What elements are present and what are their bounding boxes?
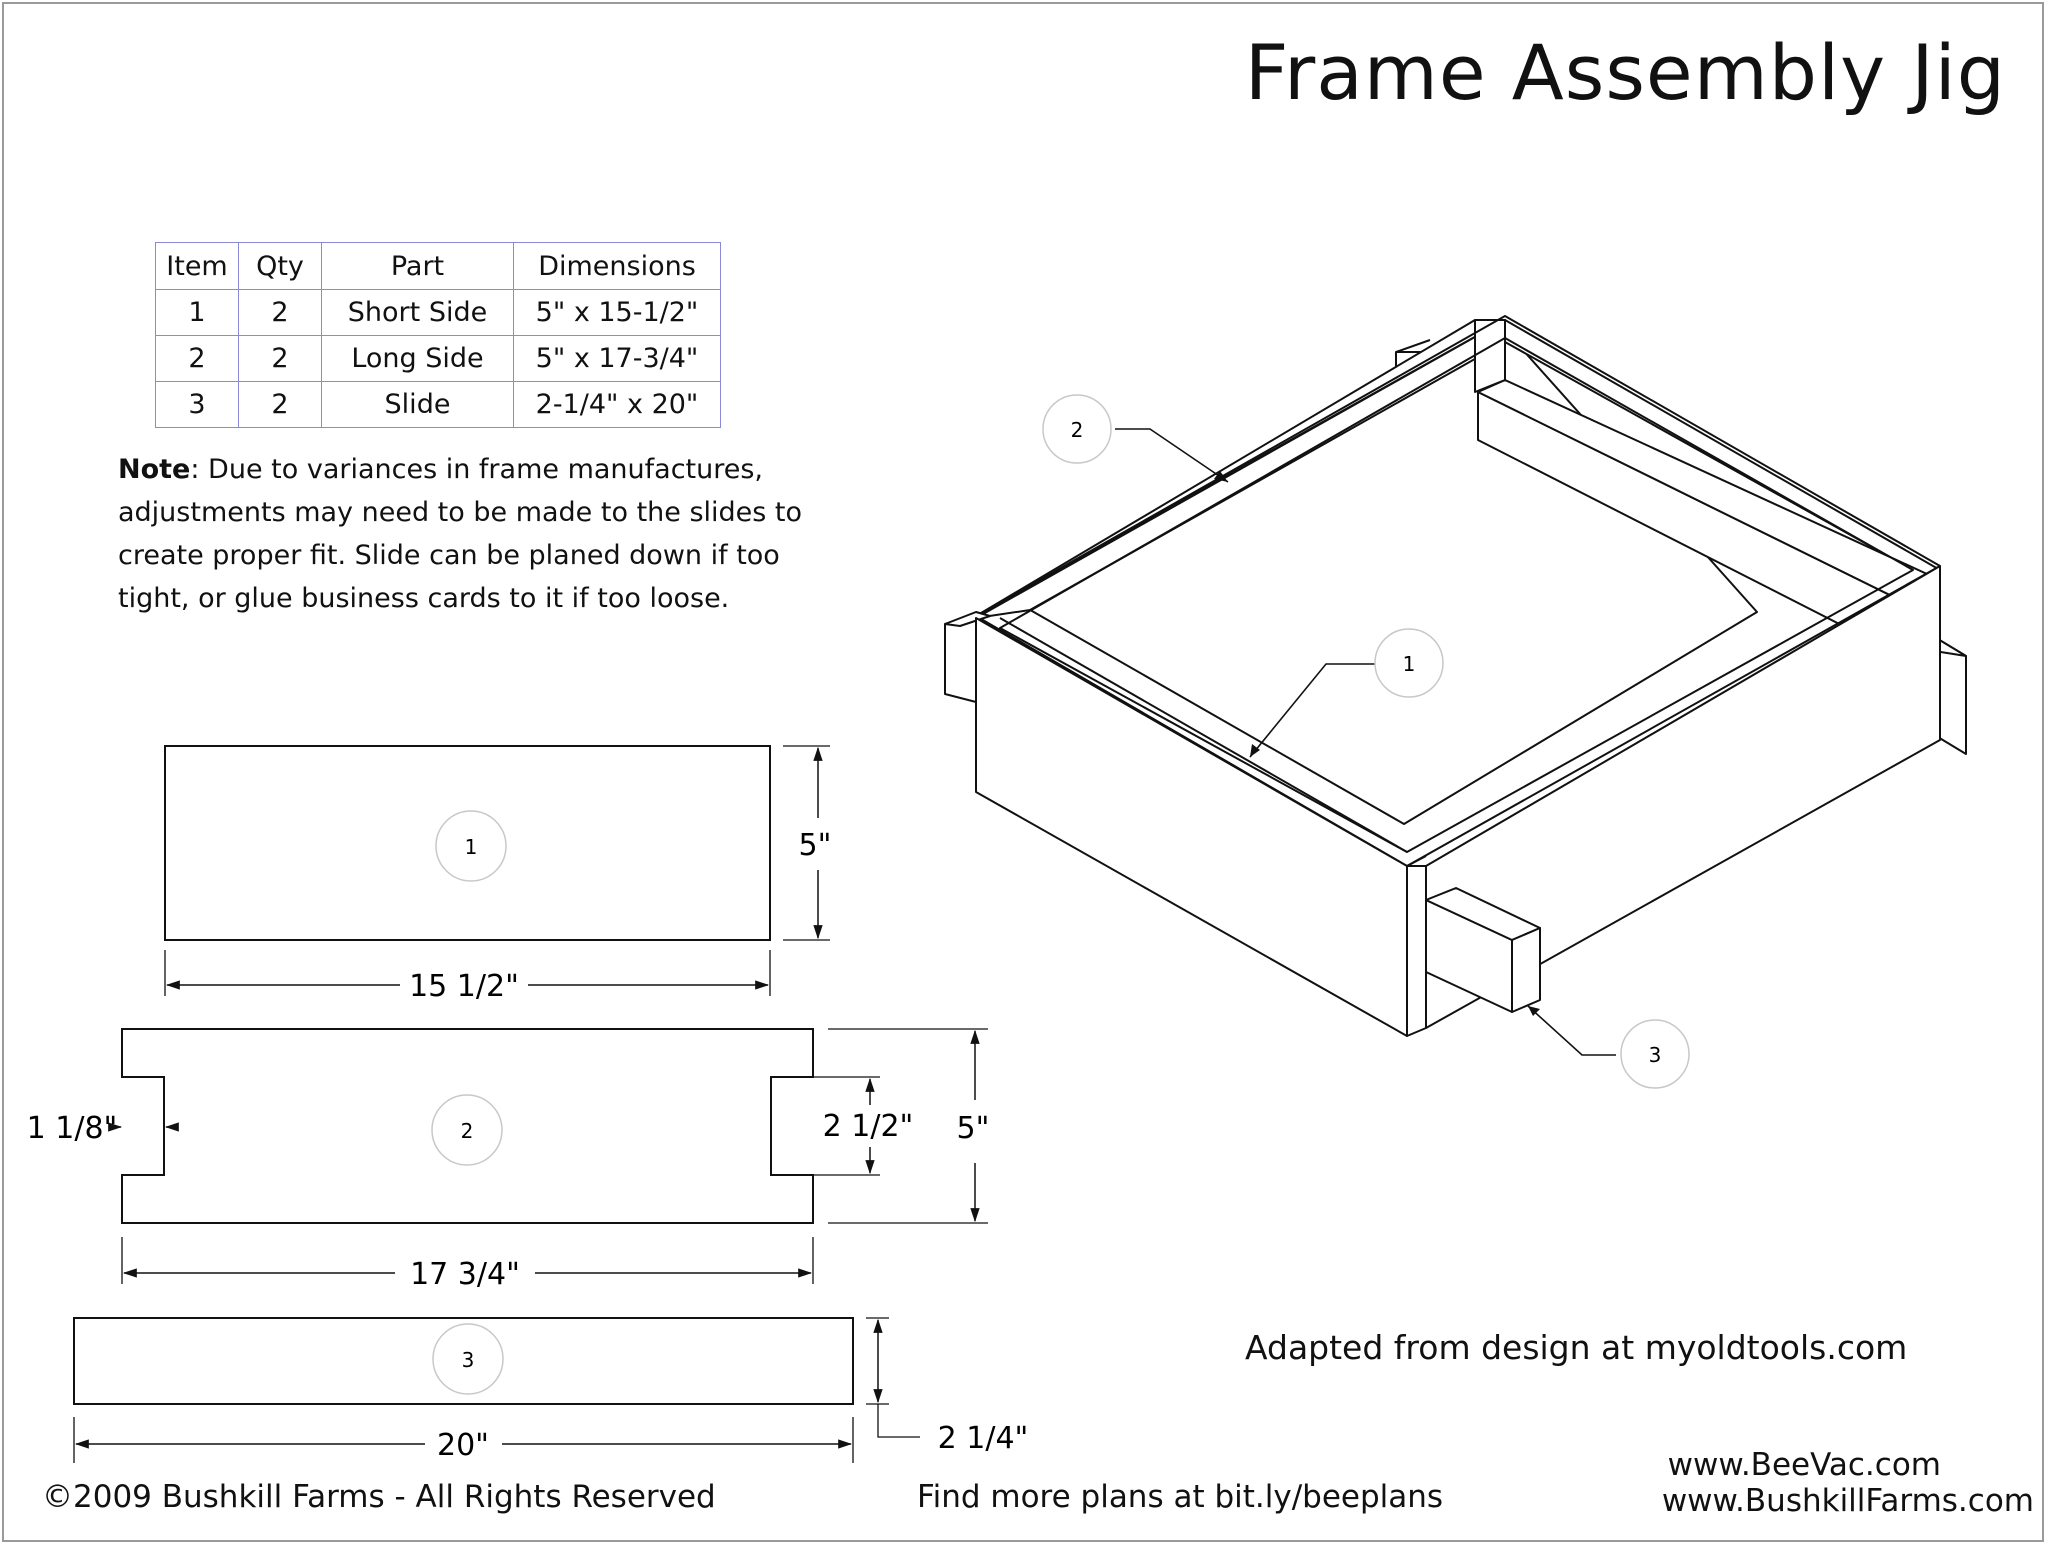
part-3-drawing: 3 2 1/4" 20" xyxy=(73,1317,1029,1463)
dim-part1-width: 15 1/2" xyxy=(409,969,519,1004)
footer-site-bushkill: www.BushkillFarms.com xyxy=(1661,1483,2034,1519)
note-text: : Due to variances in frame manufactures… xyxy=(118,454,803,614)
callout-number: 1 xyxy=(465,835,478,859)
iso-callout-leaders xyxy=(1115,428,1616,1056)
callout-balloon xyxy=(435,810,507,882)
header-part: Part xyxy=(321,242,514,290)
cell-qty: 2 xyxy=(238,289,322,336)
front-long-side xyxy=(1406,565,1941,1037)
dim-part3-width: 20" xyxy=(437,1428,489,1463)
callout-balloon xyxy=(432,1323,504,1395)
cell-part: Slide xyxy=(321,381,514,428)
table-row: 1 2 Short Side 5" x 15-1/2" xyxy=(155,289,721,336)
cell-qty: 2 xyxy=(238,335,322,382)
dim-part2-notch-depth: 1 1/8" xyxy=(27,1111,118,1146)
iso-callout-3: 3 xyxy=(1620,1019,1690,1089)
callout-balloon xyxy=(431,1094,503,1166)
footer-more-plans: Find more plans at bit.ly/beeplans xyxy=(917,1479,1444,1515)
iso-callout-1: 1 xyxy=(1374,628,1444,698)
table-row: 2 2 Long Side 5" x 17-3/4" xyxy=(155,335,721,382)
cell-qty: 2 xyxy=(238,381,322,428)
table-row: 3 2 Slide 2-1/4" x 20" xyxy=(155,381,721,428)
dim-part3-height: 2 1/4" xyxy=(938,1421,1029,1456)
callout-number: 3 xyxy=(462,1348,475,1372)
design-credit: Adapted from design at myoldtools.com xyxy=(1245,1328,1908,1367)
right-short-side xyxy=(1474,319,1941,661)
front-slide xyxy=(1425,887,1541,1013)
isometric-assembly xyxy=(944,315,1967,1037)
parts-table: Item Qty Part Dimensions 1 2 Short Side … xyxy=(155,242,721,428)
iso-callout-arrowheads xyxy=(1214,471,1540,1016)
callout-number: 2 xyxy=(1071,418,1084,442)
iso-callout-2: 2 xyxy=(1042,394,1112,464)
part-2-drawing: 2 1 1/8" 2 1/2" 5" 17 3/4" xyxy=(27,1028,990,1292)
cell-dimensions: 5" x 17-3/4" xyxy=(513,335,721,382)
dim-part2-width: 17 3/4" xyxy=(410,1257,520,1292)
cell-part: Short Side xyxy=(321,289,514,336)
dim-part1-height: 5" xyxy=(799,828,832,863)
note-label: Note xyxy=(118,454,191,485)
cell-item: 1 xyxy=(155,289,239,336)
footer-copyright: ©2009 Bushkill Farms - All Rights Reserv… xyxy=(42,1479,716,1515)
header-dimensions: Dimensions xyxy=(513,242,721,290)
part-1-drawing: 1 5" 15 1/2" xyxy=(164,745,832,1004)
page-title: Frame Assembly Jig xyxy=(1244,28,2006,117)
callout-balloon xyxy=(1620,1019,1690,1089)
cell-dimensions: 2-1/4" x 20" xyxy=(513,381,721,428)
callout-number: 2 xyxy=(461,1119,474,1143)
note-paragraph: Note: Due to variances in frame manufact… xyxy=(118,448,818,620)
callout-balloon xyxy=(1042,394,1112,464)
callout-number: 3 xyxy=(1649,1043,1662,1067)
cell-dimensions: 5" x 15-1/2" xyxy=(513,289,721,336)
callout-number: 1 xyxy=(1403,652,1416,676)
dim-part2-height: 5" xyxy=(957,1111,990,1146)
footer-site-beevac: www.BeeVac.com xyxy=(1667,1447,1941,1483)
cell-part: Long Side xyxy=(321,335,514,382)
dim-part2-notch-height: 2 1/2" xyxy=(823,1109,914,1144)
callout-balloon xyxy=(1374,628,1444,698)
